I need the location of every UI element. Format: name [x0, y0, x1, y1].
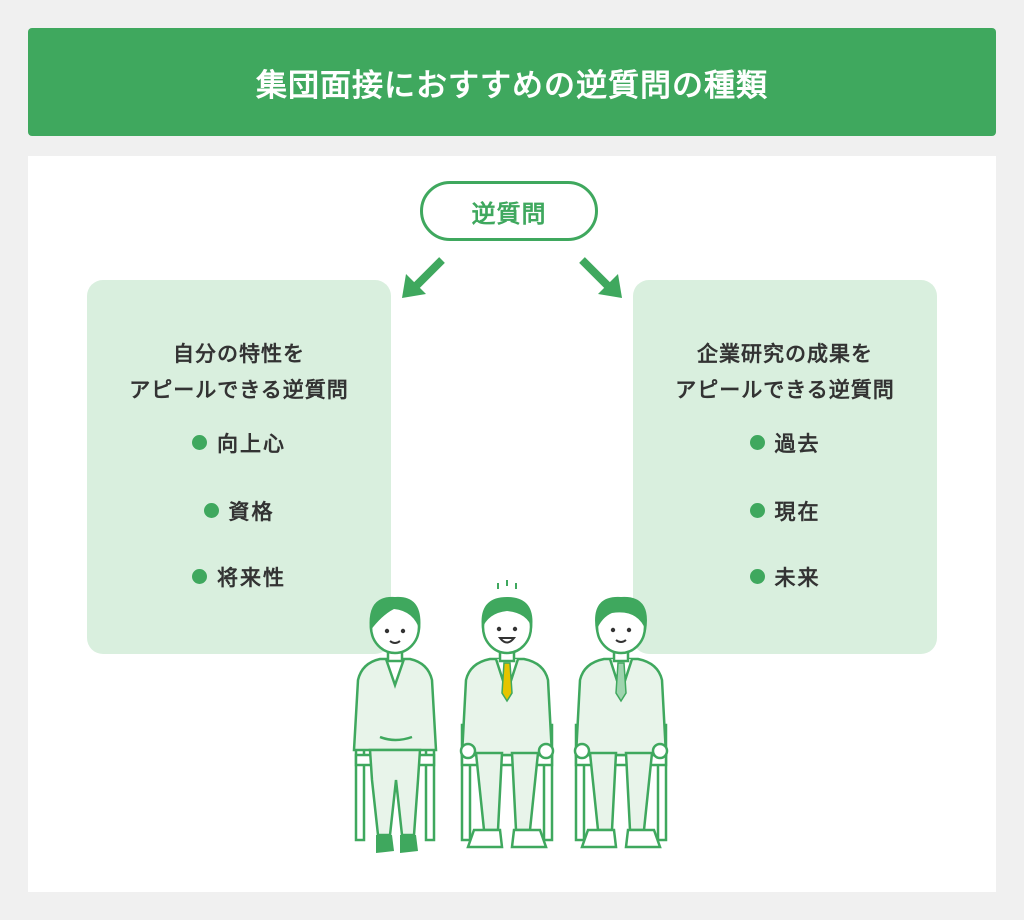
right-title-line-1: 企業研究の成果を: [697, 342, 873, 366]
bullet-dot-icon: [749, 503, 765, 518]
left-item-label: 将来性: [217, 566, 286, 590]
right-category-title: 企業研究の成果を アピールできる逆質問: [633, 336, 937, 408]
left-item: 向上心: [87, 428, 391, 458]
left-item: 将来性: [87, 562, 391, 592]
right-item: 未来: [633, 562, 937, 592]
right-item: 過去: [633, 428, 937, 458]
left-title-line-1: 自分の特性を: [173, 342, 305, 366]
left-category-box: 自分の特性を アピールできる逆質問 向上心 資格 将来性: [87, 280, 391, 654]
right-item-label: 過去: [774, 432, 821, 456]
left-category-title: 自分の特性を アピールできる逆質問: [87, 336, 391, 408]
right-item-label: 現在: [774, 500, 821, 524]
female-candidate-figure: [352, 596, 438, 853]
diagram-title: 集団面接におすすめの逆質問の種類: [256, 67, 768, 104]
bullet-dot-icon: [749, 435, 765, 450]
bullet-dot-icon: [192, 435, 207, 450]
right-item: 現在: [633, 496, 937, 526]
candidates-illustration: [352, 580, 669, 853]
bullet-dot-icon: [749, 569, 765, 584]
root-node: 逆質問: [420, 181, 598, 241]
arrow-right-icon: [579, 257, 622, 298]
root-node-label: 逆質問: [471, 199, 547, 228]
right-category-box: 企業研究の成果を アピールできる逆質問 過去 現在 未来: [633, 280, 937, 654]
right-item-label: 未来: [774, 566, 821, 590]
left-item-label: 資格: [228, 500, 275, 524]
male-candidate-center-figure: [459, 580, 555, 849]
left-title-line-2: アピールできる逆質問: [129, 378, 349, 402]
bullet-dot-icon: [203, 503, 219, 518]
left-item: 資格: [87, 496, 391, 526]
bullet-dot-icon: [192, 569, 207, 584]
title-banner: 集団面接におすすめの逆質問の種類: [28, 28, 996, 136]
male-candidate-right-figure: [573, 596, 669, 849]
arrow-left-icon: [402, 257, 445, 298]
right-title-line-2: アピールできる逆質問: [675, 378, 895, 402]
left-item-label: 向上心: [217, 432, 286, 456]
